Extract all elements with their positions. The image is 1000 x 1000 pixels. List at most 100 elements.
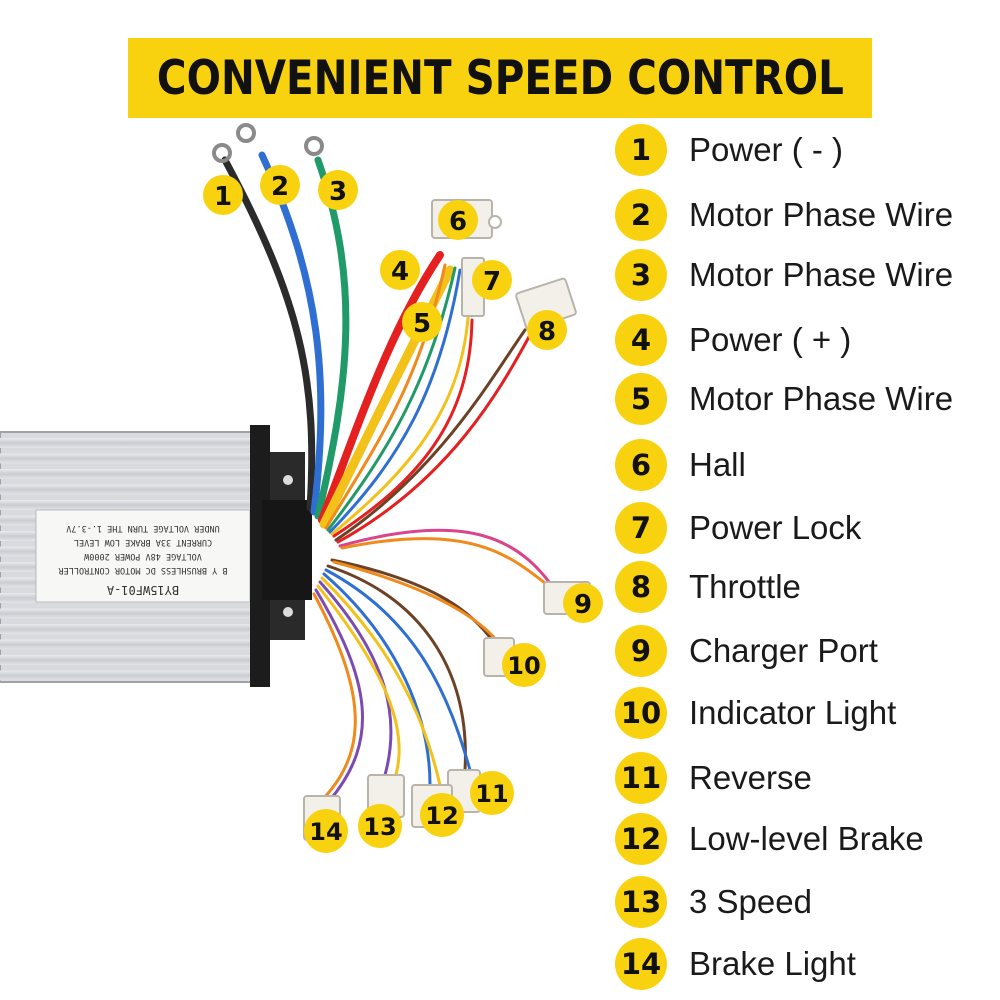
heatsink-fin [0, 484, 250, 495]
legend-number-badge: 14 [615, 938, 667, 990]
ring-terminal [236, 123, 256, 143]
lower-wires [312, 558, 500, 802]
callout-1: 1 [203, 175, 243, 215]
callout-8: 8 [527, 310, 567, 350]
heatsink-fin [0, 624, 250, 634]
legend-number-badge: 13 [615, 876, 667, 928]
legend-item: 3 Motor Phase Wire [615, 246, 995, 304]
legend-label: Brake Light [689, 945, 856, 982]
legend-number-badge: 4 [615, 314, 667, 366]
svg-text:1: 1 [214, 182, 232, 212]
svg-text:4: 4 [391, 257, 409, 287]
legend-number-badge: 11 [615, 752, 667, 804]
page-title: CONVENIENT SPEED CONTROL [156, 50, 844, 106]
heatsink-fin [0, 469, 250, 479]
legend-item: 10 Indicator Light [615, 684, 995, 742]
callout-14: 14 [304, 809, 348, 853]
legend-number-badge: 6 [615, 439, 667, 491]
legend-number-badge: 1 [615, 124, 667, 176]
svg-text:6: 6 [449, 207, 467, 237]
svg-text:8: 8 [538, 317, 556, 347]
svg-text:13: 13 [363, 813, 396, 841]
end-cap [250, 425, 270, 687]
legend-label: Hall [689, 446, 746, 483]
legend-item: 5 Motor Phase Wire [615, 370, 995, 428]
legend-item: 4 Power ( + ) [615, 311, 995, 369]
legend-number-badge: 5 [615, 373, 667, 425]
svg-text:3: 3 [329, 177, 347, 207]
heatsink-fin [0, 453, 250, 464]
legend-item: 13 3 Speed [615, 873, 995, 931]
callout-13: 13 [358, 804, 402, 848]
wire-power-positive [318, 251, 444, 524]
heatsink-fin [0, 655, 250, 665]
ring-terminal [212, 143, 232, 163]
heatsink-fin [0, 670, 250, 681]
spec-line-4: UNDER VOLTAGE TURN THE 1.-3.7V [66, 523, 220, 533]
legend-label: Throttle [689, 568, 801, 605]
svg-text:14: 14 [309, 818, 342, 846]
legend-label: Motor Phase Wire [689, 380, 954, 417]
legend-label: 3 Speed [689, 883, 812, 920]
svg-text:12: 12 [425, 802, 458, 830]
callout-12: 12 [420, 793, 464, 837]
spec-model: BY15WF01-A [106, 583, 179, 597]
heatsink-fin [0, 639, 250, 650]
legend-label: Indicator Light [689, 694, 897, 731]
legend-item: 9 Charger Port [615, 622, 995, 680]
legend-number-badge: 2 [615, 189, 667, 241]
ring-terminals [212, 123, 324, 163]
legend-number-badge: 12 [615, 813, 667, 865]
callout-2: 2 [260, 165, 300, 205]
svg-text:5: 5 [413, 309, 431, 339]
controller-body: BY15WF01-A B Y BRUSHLESS DC MOTOR CONTRO… [0, 425, 312, 687]
svg-text:7: 7 [483, 267, 501, 297]
spec-line-3: CURRENT 33A BRAKE LOW LEVEL [74, 537, 212, 547]
svg-text:11: 11 [475, 780, 508, 808]
callout-7: 7 [472, 260, 512, 300]
legend-number-badge: 10 [615, 687, 667, 739]
wire-power-negative [221, 156, 316, 512]
legend-item: 14 Brake Light [615, 935, 995, 993]
callout-5: 5 [402, 302, 442, 342]
legend-item: 12 Low-level Brake [615, 810, 995, 868]
spec-line-1: B Y BRUSHLESS DC MOTOR CONTROLLER [58, 565, 228, 575]
spec-label-text: BY15WF01-A B Y BRUSHLESS DC MOTOR CONTRO… [58, 523, 228, 597]
callout-11: 11 [470, 771, 514, 815]
heatsink-fin [0, 438, 250, 448]
svg-text:9: 9 [574, 590, 592, 620]
legend-item: 6 Hall [615, 436, 995, 494]
callout-6: 6 [438, 200, 478, 240]
legend-label: Motor Phase Wire [689, 256, 954, 293]
callout-10: 10 [502, 643, 546, 687]
legend-item: 1 Power ( - ) [615, 121, 995, 179]
legend-label: Power ( - ) [689, 131, 844, 168]
legend-item: 11 Reverse [615, 749, 995, 807]
spec-label [35, 509, 251, 603]
spec-line-2: VOLTAGE 48V POWER 2000W [83, 551, 202, 561]
legend-item: 7 Power Lock [615, 499, 995, 557]
legend-label: Power ( + ) [689, 321, 852, 358]
legend-label: Charger Port [689, 632, 878, 669]
legend-label: Low-level Brake [689, 820, 924, 857]
callout-3: 3 [318, 170, 358, 210]
title-banner: CONVENIENT SPEED CONTROL [128, 38, 872, 118]
legend-label: Motor Phase Wire [689, 196, 954, 233]
legend-item: 8 Throttle [615, 558, 995, 616]
wire-grommet [262, 500, 312, 600]
legend-item: 2 Motor Phase Wire [615, 186, 995, 244]
legend-number-badge: 8 [615, 561, 667, 613]
diagram-callouts: 1 2 3 4 5 6 7 8 9 10 11 12 13 14 [203, 165, 603, 853]
legend-number-badge: 9 [615, 625, 667, 677]
callout-9: 9 [563, 583, 603, 623]
svg-text:10: 10 [507, 652, 540, 680]
ring-terminal [304, 136, 324, 156]
legend-number-badge: 3 [615, 249, 667, 301]
heatsink-fin [0, 500, 250, 510]
legend-label: Power Lock [689, 509, 862, 546]
legend-number-badge: 7 [615, 502, 667, 554]
legend-label: Reverse [689, 759, 812, 796]
heatsink-fin [0, 608, 250, 619]
svg-text:2: 2 [271, 172, 289, 202]
